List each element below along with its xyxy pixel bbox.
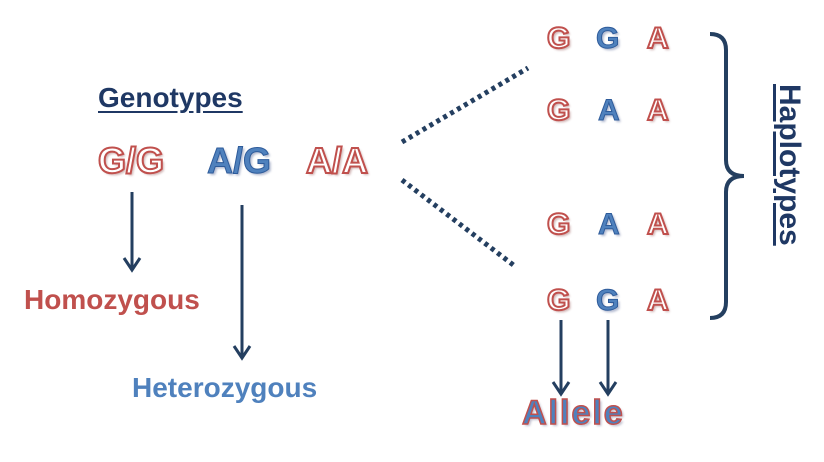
haplotype-4-allele-3: A — [646, 283, 670, 318]
allele-arrowhead-2 — [598, 381, 618, 397]
haplotype-1-allele-3: A — [646, 21, 670, 56]
allele-label: Allele — [521, 393, 625, 433]
haplotype-2-allele-3: A — [646, 93, 670, 128]
genotype-gg: G/G — [97, 139, 165, 182]
haplotype-3-allele-3: A — [646, 207, 670, 242]
allele-arrowhead-1 — [551, 381, 571, 397]
upper-dotted-connector — [400, 65, 530, 145]
homozygous-arrowhead — [122, 257, 142, 273]
haplotype-1-allele-2: G — [595, 22, 620, 56]
haplotype-3-allele-2: A — [598, 208, 621, 242]
haplotype-2-allele-2: A — [598, 94, 621, 128]
haplotypes-label: Haplotypes — [773, 84, 806, 246]
haplotype-3-allele-1: G — [546, 207, 571, 242]
haplotype-4-allele-1: G — [546, 283, 571, 318]
heterozygous-arrowhead — [232, 345, 252, 361]
haplotype-1-allele-1: G — [546, 21, 571, 56]
haplotype-2-allele-1: G — [546, 93, 571, 128]
homozygous-label: Homozygous — [24, 284, 200, 315]
genotype-aa: A/A — [305, 139, 369, 182]
genotype-ag: A/G — [206, 140, 272, 182]
haplotypes-bracket — [709, 32, 745, 320]
haplotype-4-allele-2: G — [595, 284, 620, 318]
lower-dotted-connector — [400, 178, 518, 269]
genotypes-title: Genotypes — [98, 82, 243, 113]
heterozygous-label: Heterozygous — [132, 372, 318, 403]
